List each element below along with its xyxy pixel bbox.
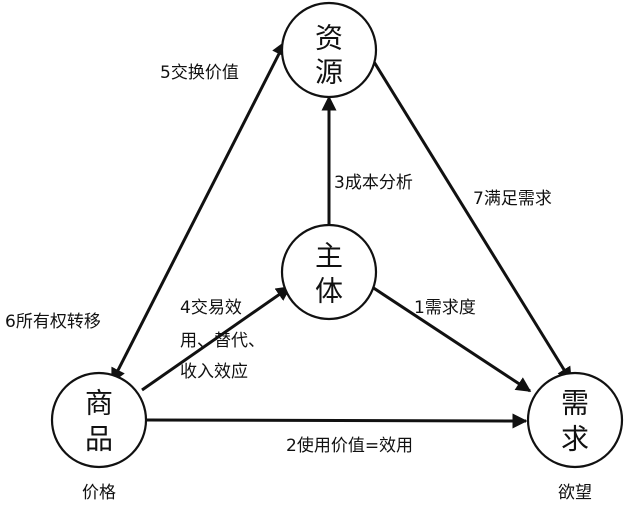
edge-exchange-value (110, 40, 287, 384)
label-cost-analysis: 3成本分析 (334, 173, 413, 193)
edge-satisfy-demand (369, 56, 573, 383)
label-exchange-utility-line-2: 用、替代、 (180, 331, 265, 351)
node-goods-char-1: 商 (85, 387, 113, 420)
label-exchange-utility-line-1: 4交易效 (180, 298, 242, 318)
node-subject-char-2: 体 (315, 275, 343, 308)
node-subject-char-1: 主 (315, 240, 343, 273)
node-demand: 需 求 (526, 371, 624, 469)
edge-demand-degree (368, 283, 532, 393)
label-exchange-value: 5交换价值 (160, 63, 239, 83)
demand-desire-label: 欲望 (558, 483, 592, 503)
edge-exchange-utility (141, 285, 292, 392)
node-demand-char-1: 需 (561, 387, 589, 420)
label-exchange-utility-line-3: 收入效应 (180, 362, 248, 382)
label-demand-degree: 1需求度 (414, 298, 476, 318)
node-subject: 主 体 (280, 223, 378, 321)
edge-use-value (146, 413, 528, 429)
node-goods-char-2: 品 (85, 423, 113, 456)
goods-price-label: 价格 (82, 483, 116, 503)
node-resource-char-1: 资 (315, 22, 343, 55)
label-satisfy-demand: 7满足需求 (473, 189, 552, 209)
node-resource-char-2: 源 (315, 56, 343, 89)
node-goods: 商 品 (50, 371, 148, 469)
label-use-value: 2使用价值=效用 (286, 435, 413, 456)
label-ownership-transfer: 6所有权转移 (5, 312, 101, 332)
node-resource: 资 源 (280, 1, 378, 99)
node-demand-char-2: 求 (561, 423, 589, 456)
